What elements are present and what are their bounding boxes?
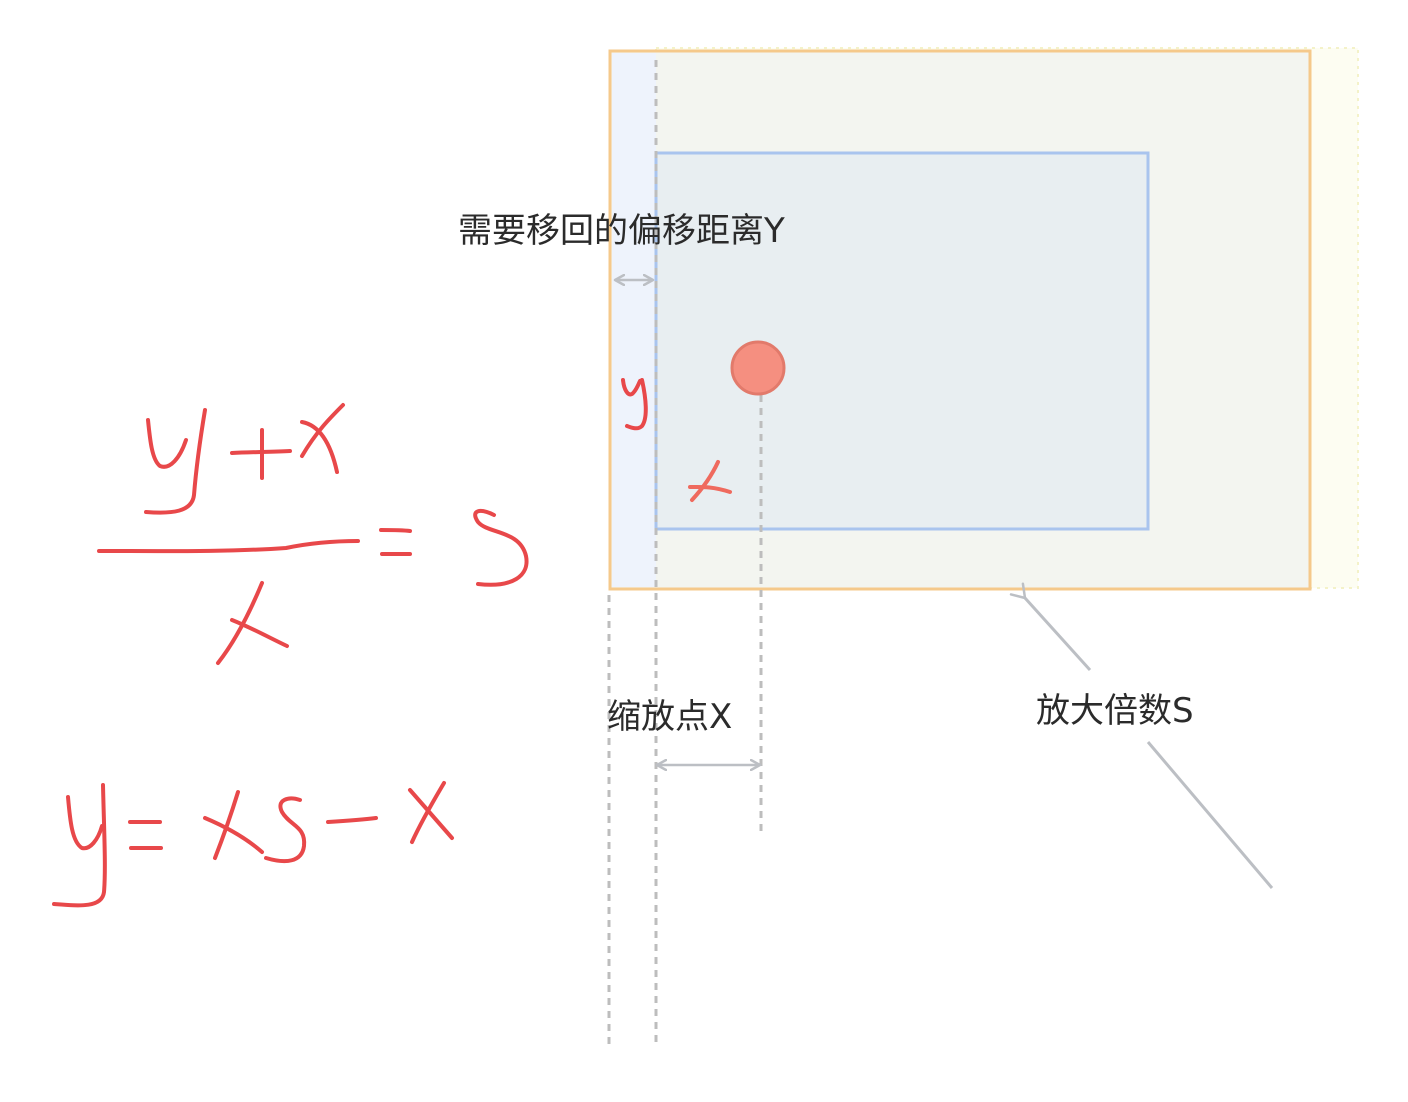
zoom-point-x-label: 缩放点X <box>607 697 733 737</box>
inner-original-rect <box>654 151 1150 531</box>
handwritten-small-x <box>688 460 732 502</box>
handwritten-formula <box>52 781 454 908</box>
offset-strip <box>612 53 656 587</box>
zoom-point-marker <box>730 340 786 396</box>
offset-y-label: 需要移回的偏移距离Y <box>458 211 785 251</box>
handwritten-small-y <box>621 378 648 431</box>
scale-pointer-upper <box>1009 582 1092 672</box>
scale-pointer-lower <box>1146 741 1274 889</box>
scale-s-label: 放大倍数S <box>1036 691 1194 731</box>
handwritten-fraction <box>97 403 529 665</box>
